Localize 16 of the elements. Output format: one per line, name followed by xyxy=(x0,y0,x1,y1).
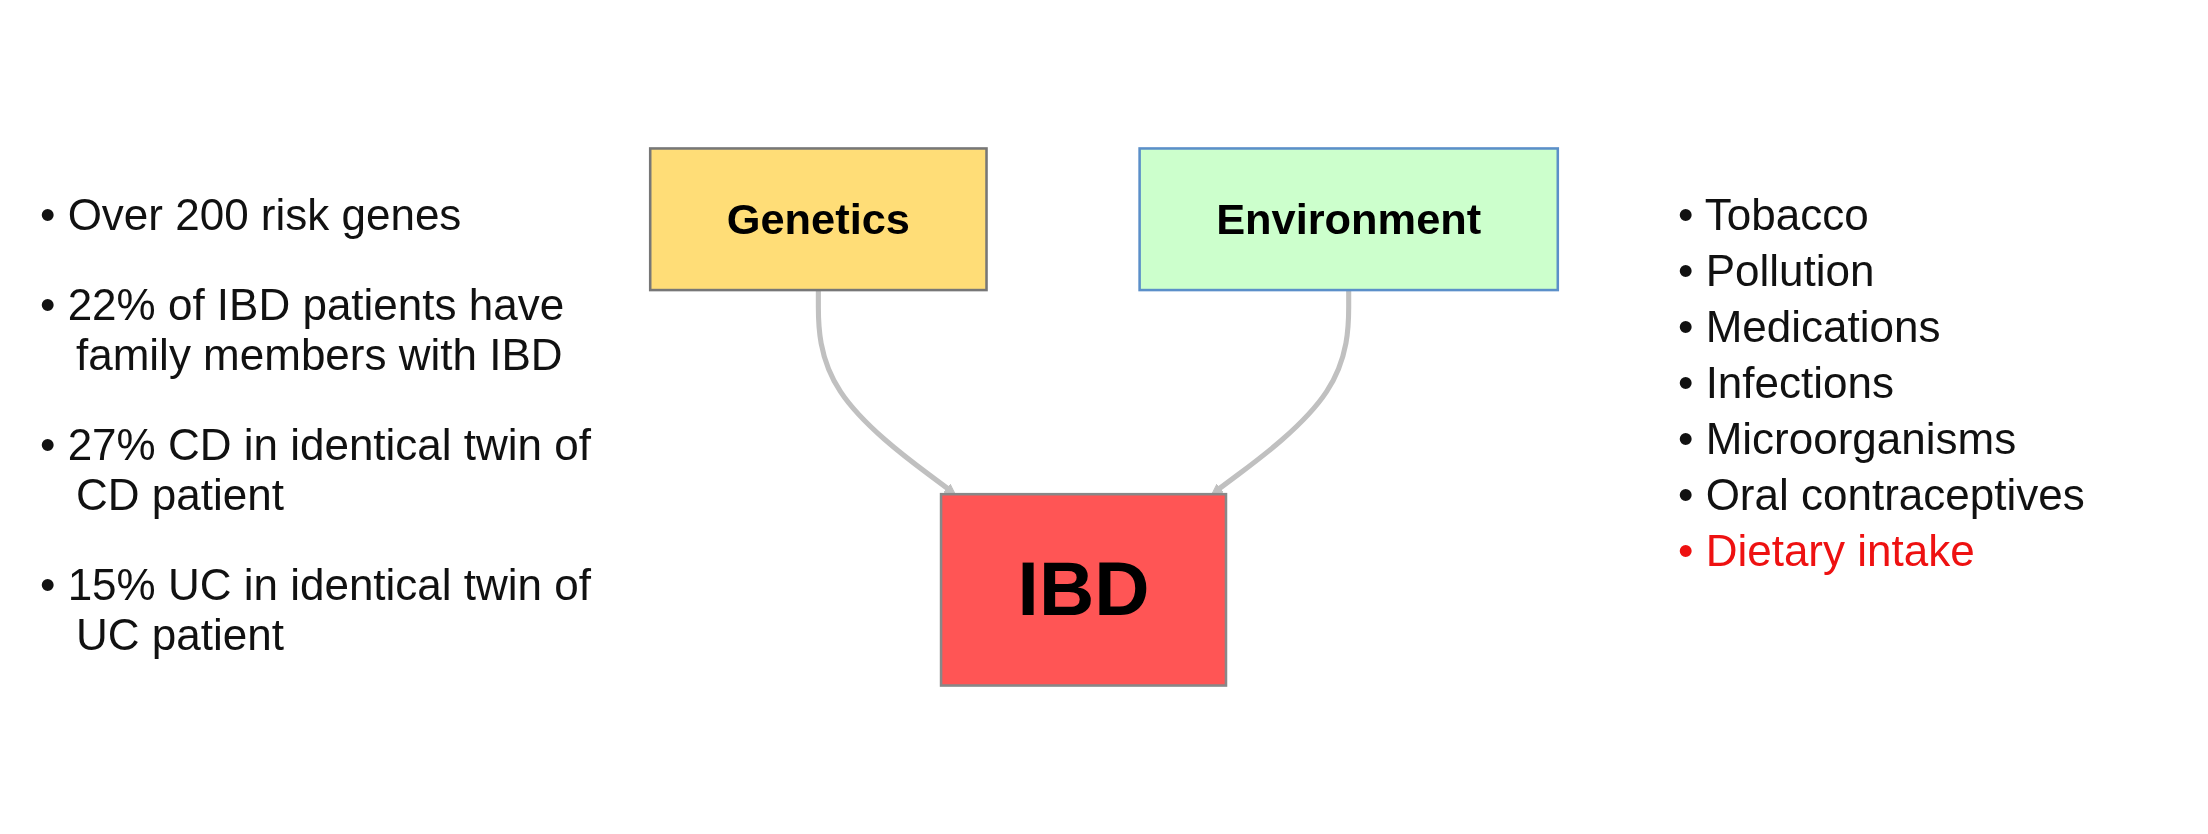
bullet-item: • 22% of IBD patients have family members with IBD xyxy=(40,280,566,380)
bullet-item: • Infections xyxy=(1678,358,1895,408)
node-box: Environment xyxy=(1138,147,1560,292)
bullet-item: • Medications xyxy=(1678,302,1942,352)
bullet-item: • Microorganisms xyxy=(1678,414,2018,464)
arrow xyxy=(1211,290,1352,495)
bullet-item: • Tobacco xyxy=(1678,190,1870,240)
bullet-item: • Pollution xyxy=(1678,246,1876,296)
bullet-item: • 27% CD in identical twin of CD patient xyxy=(40,420,592,520)
bullet-item: • Dietary intake xyxy=(1678,526,1976,576)
bullet-item: • 15% UC in identical twin of UC patient xyxy=(40,560,592,660)
arrow xyxy=(815,290,956,495)
bullet-item: • Oral contraceptives xyxy=(1678,470,2086,520)
bullet-item: • Over 200 risk genes xyxy=(40,190,463,240)
node-box: IBD xyxy=(939,492,1228,687)
node-box: Genetics xyxy=(648,147,988,292)
